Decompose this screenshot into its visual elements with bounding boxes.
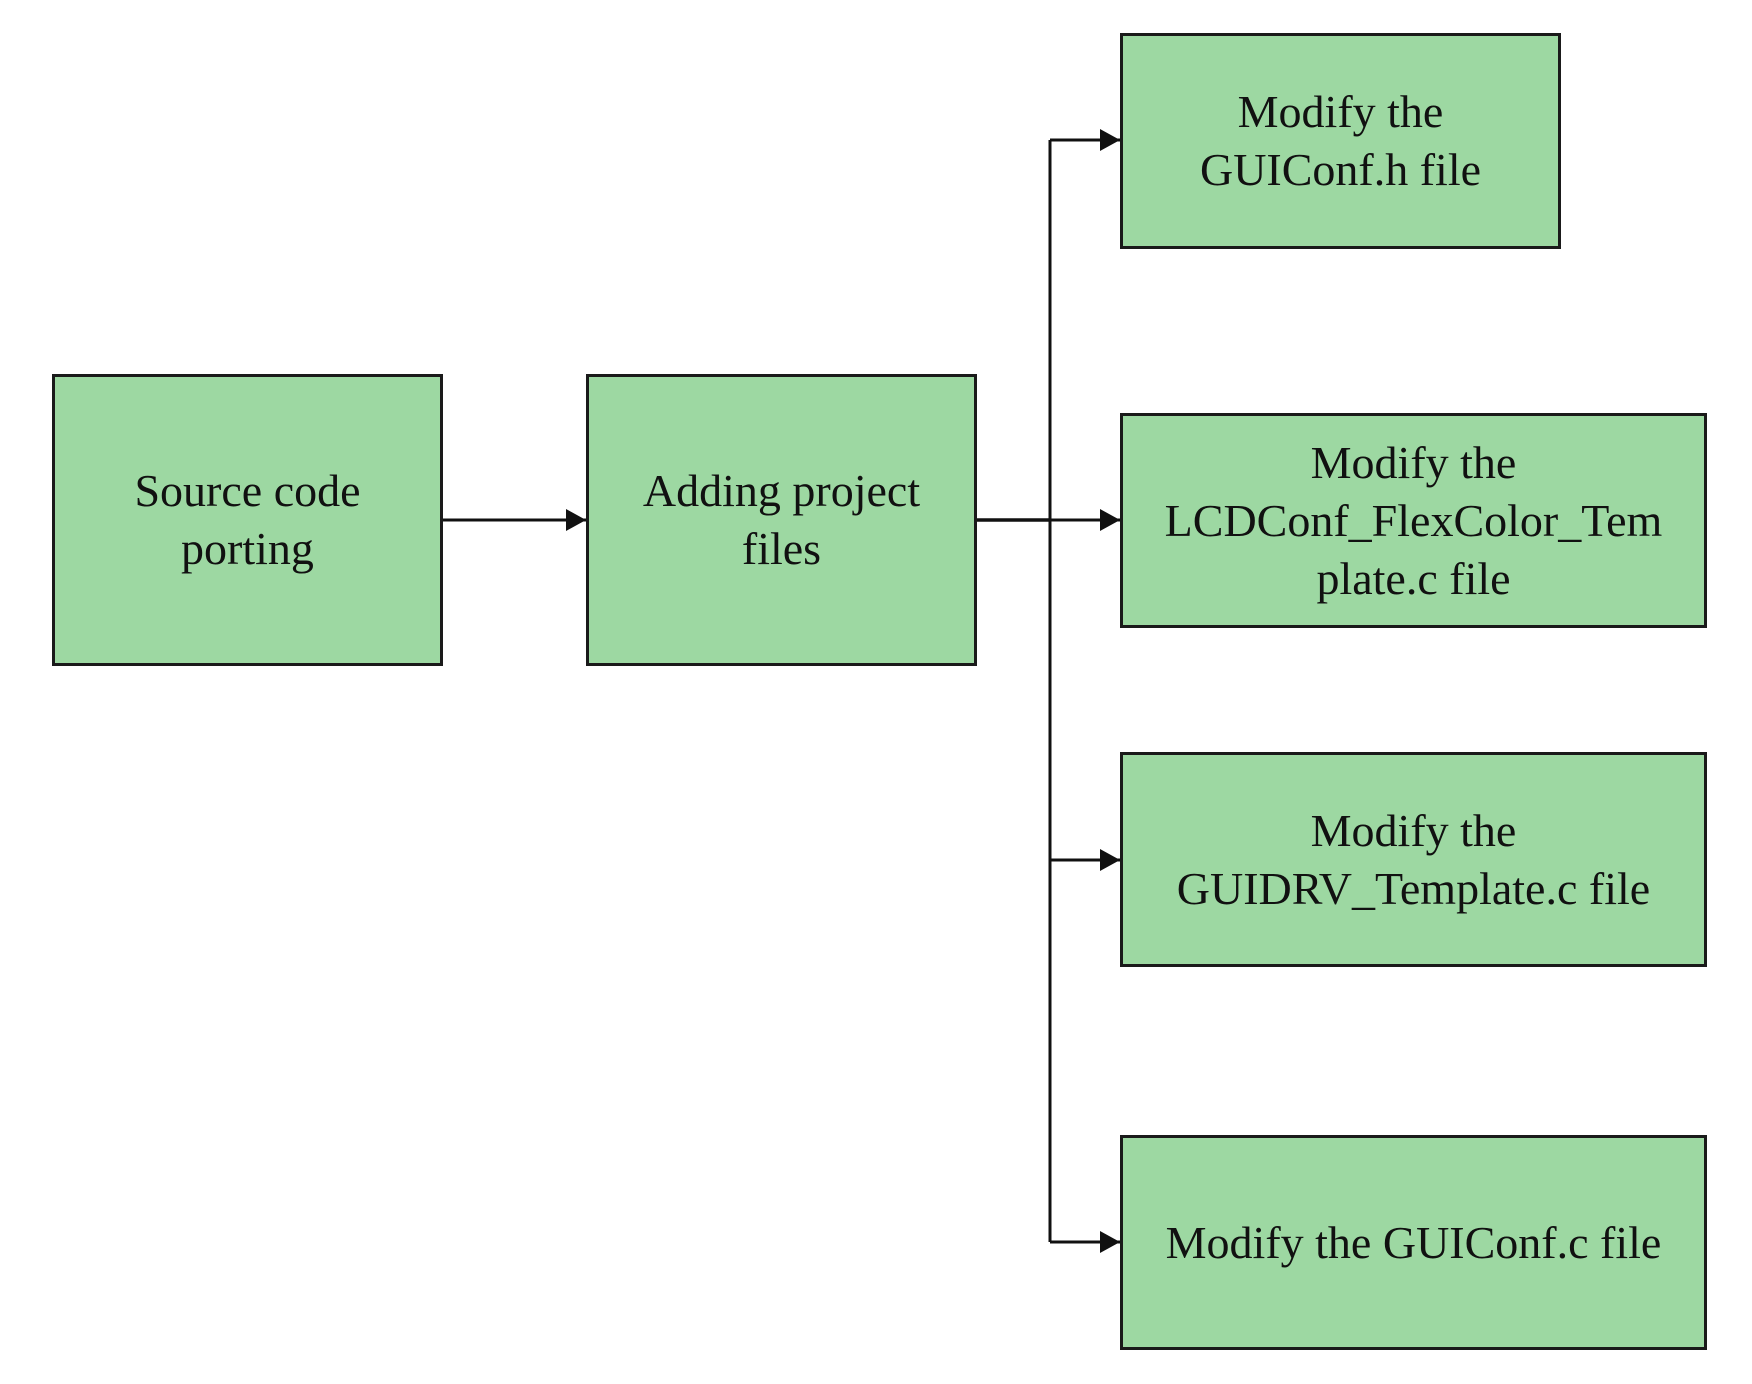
node-label: Modify the GUIDRV_Template.c file [1176,804,1651,914]
node-label: Source code porting [134,465,361,574]
node-label: Modify the GUIConf.c file [1165,1216,1662,1268]
node-source-code-porting: Source code porting [52,374,443,666]
arrowhead-lcdconf [1100,509,1120,531]
arrowhead-adding [566,509,586,531]
node-modify-guiconf-h: Modify the GUIConf.h file [1120,33,1561,249]
node-modify-lcdconf: Modify the LCDConf_FlexColor_Tem plate.c… [1120,413,1707,628]
node-modify-guiconf-c: Modify the GUIConf.c file [1120,1135,1707,1350]
arrowhead-guiconfh [1100,129,1120,151]
node-label: Modify the LCDConf_FlexColor_Tem plate.c… [1164,436,1663,604]
node-adding-project-files: Adding project files [586,374,977,666]
arrowhead-guidrv [1100,849,1120,871]
node-label: Adding project files [642,465,921,574]
node-label: Modify the GUIConf.h file [1199,86,1482,195]
node-modify-guidrv: Modify the GUIDRV_Template.c file [1120,752,1707,967]
arrowhead-guiconfc [1100,1231,1120,1253]
